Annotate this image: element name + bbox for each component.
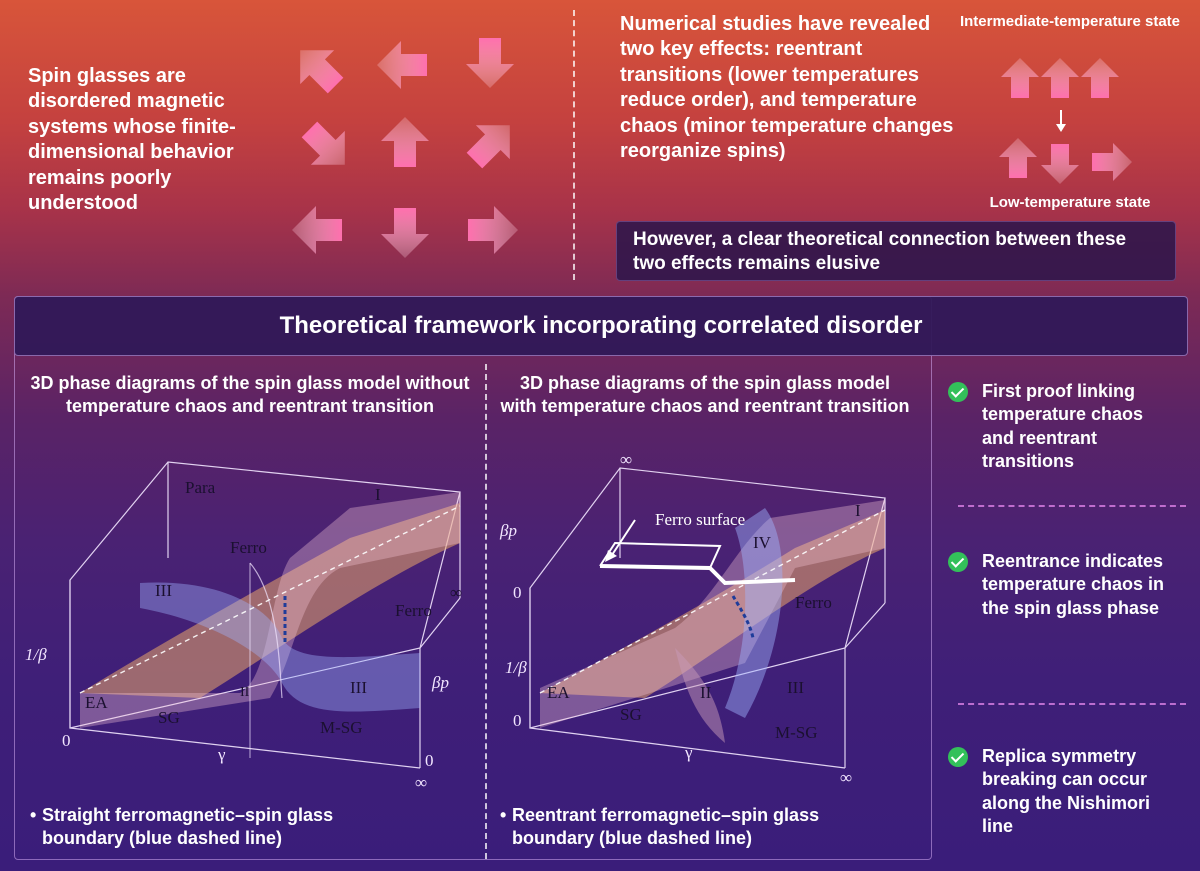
finding-item: Replica symmetry breaking can occur alon… bbox=[948, 745, 1173, 845]
check-circle-icon bbox=[948, 382, 968, 402]
diagram1-note-text: Straight ferromagnetic–spin glass bounda… bbox=[42, 805, 334, 849]
label-ferro-right: Ferro bbox=[395, 601, 432, 620]
label-ea: EA bbox=[85, 693, 108, 712]
label-para: Para bbox=[185, 478, 216, 497]
phase-sheet bbox=[540, 500, 885, 728]
label-ii: II bbox=[700, 683, 712, 702]
pointer-arrow-icon bbox=[605, 550, 617, 562]
ferro-surface bbox=[80, 503, 460, 698]
middle-divider bbox=[485, 364, 487, 859]
however-box: However, a clear theoretical connection … bbox=[616, 221, 1176, 281]
blue-sheet bbox=[725, 508, 783, 718]
numerical-studies-text: Numerical studies have revealed two key … bbox=[620, 13, 954, 162]
label-sg: SG bbox=[158, 708, 180, 727]
finding-separator bbox=[958, 505, 1186, 507]
label-iii: III bbox=[787, 678, 804, 697]
diagram1-note: • Straight ferromagnetic–spin glass boun… bbox=[30, 804, 402, 851]
phase-diagram-2: ∞ βp Ferro surface I IV 0 Ferro 1/β EA 0… bbox=[499, 450, 886, 787]
finding-item: First proof linking temperature chaos an… bbox=[948, 380, 1173, 480]
disordered-spins-graphic bbox=[283, 33, 527, 258]
spin-arrow-icon bbox=[283, 33, 353, 103]
label-i: I bbox=[855, 501, 861, 520]
nishimori-line bbox=[539, 509, 886, 694]
spin-arrow-icon bbox=[381, 208, 429, 258]
phase-sheet-ii bbox=[675, 648, 725, 743]
label-inf-right: ∞ bbox=[450, 583, 462, 602]
label-ii: II bbox=[240, 685, 250, 700]
blue-boundary-line bbox=[731, 595, 755, 639]
check-circle-icon bbox=[948, 552, 968, 572]
label-inv-beta: 1/β bbox=[25, 645, 47, 664]
finding-item: Reentrance indicates temperature chaos i… bbox=[948, 550, 1173, 680]
phase-sheet bbox=[80, 492, 460, 728]
temperature-states-graphic bbox=[999, 58, 1132, 184]
label-gamma: γ bbox=[217, 745, 226, 764]
intermediate-state-label: Intermediate-temperature state bbox=[959, 13, 1181, 30]
bullet: • bbox=[500, 805, 507, 825]
framework-title: Theoretical framework incorporating corr… bbox=[279, 312, 923, 339]
finding-text: First proof linking temperature chaos an… bbox=[982, 381, 1144, 472]
diagram1-title: 3D phase diagrams of the spin glass mode… bbox=[30, 373, 470, 417]
label-m-sg: M-SG bbox=[320, 718, 363, 737]
phase-diagram-1: Para I Ferro III Ferro ∞ 1/β βp EA SG II… bbox=[25, 461, 462, 792]
label-sg: SG bbox=[620, 705, 642, 724]
label-ea: EA bbox=[547, 683, 570, 702]
low-state-label: Low-temperature state bbox=[989, 194, 1151, 211]
label-ferro-surface: Ferro surface bbox=[655, 510, 745, 529]
spin-arrow-icon bbox=[377, 41, 427, 89]
down-arrow-icon bbox=[1041, 144, 1079, 184]
up-arrow-icon bbox=[999, 138, 1037, 178]
up-arrow-icon bbox=[1081, 58, 1119, 98]
label-beta-p: βp bbox=[499, 521, 517, 540]
top-divider bbox=[573, 10, 575, 280]
diagram2-note: • Reentrant ferromagnetic–spin glass bou… bbox=[500, 804, 892, 851]
diagram2-title: 3D phase diagrams of the spin glass mode… bbox=[500, 373, 910, 417]
label-inv-beta: 1/β bbox=[505, 658, 527, 677]
label-gamma: γ bbox=[684, 743, 693, 762]
label-ferro: Ferro bbox=[795, 593, 832, 612]
right-arrow-icon bbox=[1092, 143, 1132, 181]
spin-arrow-icon bbox=[381, 117, 429, 167]
finding-text: Replica symmetry breaking can occur alon… bbox=[982, 746, 1151, 837]
spin-arrow-icon bbox=[292, 112, 362, 182]
spin-arrow-icon bbox=[457, 108, 527, 178]
finding-text: Reentrance indicates temperature chaos i… bbox=[982, 551, 1165, 618]
label-m-sg: M-SG bbox=[775, 723, 818, 742]
label-inf-top: ∞ bbox=[620, 450, 632, 469]
label-zero-left: 0 bbox=[62, 731, 71, 750]
down-arrow-icon bbox=[1056, 110, 1066, 132]
however-text: However, a clear theoretical connection … bbox=[633, 229, 1127, 275]
bullet: • bbox=[30, 805, 37, 825]
finding-separator bbox=[958, 703, 1186, 705]
label-inf-bottom: ∞ bbox=[415, 773, 427, 792]
framework-banner: Theoretical framework incorporating corr… bbox=[14, 296, 1188, 356]
spin-arrow-icon bbox=[468, 206, 518, 254]
label-zero-bottom: 0 bbox=[425, 751, 434, 770]
up-arrow-icon bbox=[1041, 58, 1079, 98]
label-zero-bottom: 0 bbox=[513, 711, 522, 730]
spin-arrow-icon bbox=[466, 38, 514, 88]
label-ferro-top: Ferro bbox=[230, 538, 267, 557]
spin-arrow-icon bbox=[292, 206, 342, 254]
up-arrow-icon bbox=[1001, 58, 1039, 98]
label-zero-mid: 0 bbox=[513, 583, 522, 602]
label-beta-p: βp bbox=[431, 673, 449, 692]
label-iii-right: III bbox=[350, 678, 367, 697]
ferro-surface-outline bbox=[599, 564, 796, 586]
check-circle-icon bbox=[948, 747, 968, 767]
blue-sheet bbox=[140, 582, 420, 712]
label-i: I bbox=[375, 485, 381, 504]
ferro-surface bbox=[540, 510, 885, 698]
nishimori-line bbox=[79, 505, 461, 694]
label-iv: IV bbox=[753, 533, 772, 552]
label-iii-left: III bbox=[155, 581, 172, 600]
intro-text: Spin glasses are disordered magnetic sys… bbox=[28, 65, 236, 214]
diagram2-note-text: Reentrant ferromagnetic–spin glass bound… bbox=[512, 805, 820, 849]
label-inf-bottom: ∞ bbox=[840, 768, 852, 787]
